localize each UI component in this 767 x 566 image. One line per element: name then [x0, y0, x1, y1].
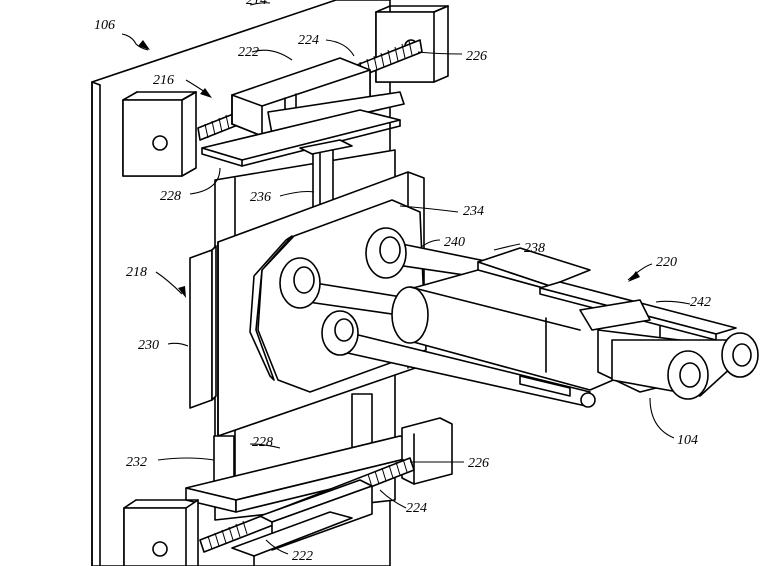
reference-labels: 214 106 222 224 226 216 228 236 234 218 … [94, 0, 711, 564]
arrowheads [138, 40, 640, 298]
label-218: 218 [126, 265, 147, 280]
label-226-bottom: 226 [468, 456, 489, 471]
label-216: 216 [153, 73, 174, 88]
bottom-right-end-block [401, 417, 453, 485]
label-230: 230 [138, 338, 159, 353]
label-224-top: 224 [298, 33, 319, 48]
label-228-top: 228 [160, 189, 181, 204]
vertical-rod [299, 139, 353, 215]
bushings [279, 227, 407, 356]
label-104: 104 [677, 433, 698, 448]
bottom-carriage [231, 479, 373, 566]
lens-module [519, 329, 759, 400]
carriage-housing [391, 247, 661, 391]
label-226-top: 226 [466, 49, 487, 64]
label-220: 220 [656, 255, 677, 270]
top-left-end-block [122, 91, 197, 177]
label-214: 214 [246, 0, 267, 8]
top-bracket [201, 109, 401, 167]
label-240: 240 [444, 235, 465, 250]
rail [539, 281, 737, 341]
label-222-top: 222 [238, 45, 259, 60]
label-106: 106 [94, 18, 115, 33]
label-238: 238 [524, 241, 545, 256]
top-carriage [231, 57, 405, 137]
label-222-bottom: 222 [292, 549, 313, 564]
label-228-bottom: 228 [252, 435, 273, 450]
bottom-left-end-block [123, 499, 199, 566]
label-236: 236 [250, 190, 271, 205]
label-242: 242 [690, 295, 711, 310]
label-234: 234 [463, 204, 484, 219]
label-232: 232 [126, 455, 147, 470]
label-224-bottom: 224 [406, 501, 427, 516]
